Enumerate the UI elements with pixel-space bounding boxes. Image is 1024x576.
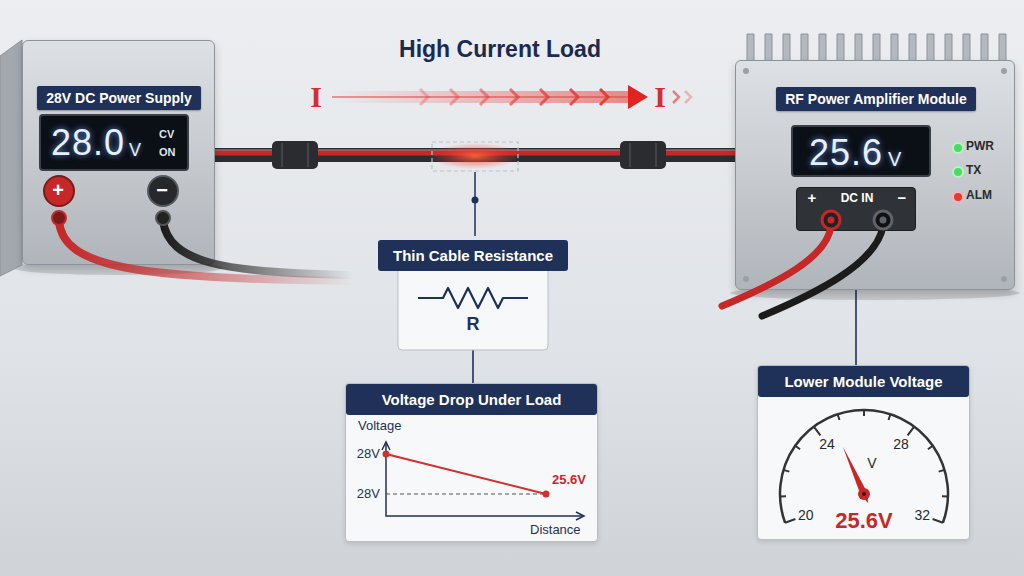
input-cable [762,226,883,316]
current-symbol: I [310,80,322,115]
device-name-plate: RF Power Amplifier Module [776,87,976,111]
resistor-symbol [418,288,528,308]
module-voltage-display: 25.6V [791,125,931,177]
screw [743,276,749,282]
axis-arrow [382,442,390,450]
input-plug-core [828,217,835,224]
current-chevron [450,89,458,105]
dc-input-panel: + DC IN − [796,187,916,231]
terminal-post [52,211,66,225]
current-chevron [420,89,428,105]
gauge-scale-value: 24 [819,436,835,452]
gauge-reading: 25.6V [835,508,893,533]
gauge-pivot [858,488,870,500]
sleeve-ridges [630,143,656,167]
axis-title: Distance [530,523,581,538]
polarity-mark: + [808,189,817,206]
leader-connector [473,350,474,383]
device-name-plate: 28V DC Power Supply [37,86,200,110]
supply-cable [163,221,353,275]
polarity-mark: − [898,189,907,206]
resistor-label: R [467,314,480,335]
status-led-label: ALM [966,189,992,203]
mode-indicator: CV [159,128,174,141]
gauge-unit: V [867,455,876,471]
end-value: 25.6V [552,473,586,488]
axis-title: Voltage [358,419,401,434]
reference-line [386,493,546,494]
screw [1001,276,1007,282]
module-voltage-gauge: Lower Module Voltage 20 24 28 32 V 25.6V [757,365,970,540]
terminal-post [156,211,170,225]
current-chevron [673,91,679,103]
current-chevron [480,89,488,105]
positive-terminal [44,176,74,206]
supply-cable [59,221,353,281]
current-symbol: I [654,80,666,115]
axis-arrow [576,512,584,520]
heat-glow [429,143,521,169]
current-chevron [685,91,691,103]
highlight-box [432,142,518,171]
status-led-label: PWR [966,140,994,154]
gauge-needle [843,447,868,504]
status-led [953,167,963,177]
connector-line [472,350,474,383]
panel-heading: Voltage Drop Under Load [346,384,597,415]
psu-side-face [0,40,22,276]
gauge-scale-value: 20 [798,507,814,523]
data-point [383,451,390,458]
resistance-callout: Thin Cable ResistanceR [378,240,568,350]
connector-label: DC IN [841,192,874,206]
screw [743,68,749,74]
display-reading: 25.6 [809,132,883,173]
display-reading: 28.0 [51,122,125,163]
current-chevron [600,89,608,105]
current-chevron [540,89,548,105]
terminal-polarity: + [52,179,64,202]
current-arrow-shaft [332,96,632,98]
cable-sleeve [620,141,666,169]
input-plug-core [880,217,887,224]
status-led [953,192,963,202]
axis-value: 28V [357,447,380,462]
cable-sleeve [272,141,318,169]
display-unit: V [888,148,901,171]
status-led [953,143,963,153]
data-point [543,491,550,498]
output-indicator: ON [159,146,176,159]
terminal-polarity: − [156,179,168,202]
sleeve-ridges [282,143,308,167]
input-plug [874,211,892,229]
axis-value: 28V [357,487,380,502]
negative-terminal [148,176,178,206]
diagram-title: High Current Load [399,36,601,62]
leader-line [474,172,476,236]
screw [1001,68,1007,74]
gauge-arc [780,410,948,523]
leader-dot [472,197,479,204]
current-arrowhead [628,85,648,109]
voltage-drop-chart: Voltage Drop Under LoadVoltage 28V 28V 25.6… [345,383,598,542]
gauge-scale-value: 32 [914,507,930,523]
input-plug [822,211,840,229]
display-unit: V [129,140,141,161]
power-supply-housing: 28V DC Power Supply 28.0V CV ON [22,40,215,265]
gauge-ticks [780,410,948,523]
callout-heading: Thin Cable Resistance [378,240,568,271]
gauge-scale-value: 28 [893,436,909,452]
status-led-label: TX [966,164,981,178]
panel-heading: Lower Module Voltage [758,366,969,397]
resistor-card [398,262,548,350]
heatsink-fins [747,34,1006,62]
current-chevron [510,89,518,105]
current-chevron [570,89,578,105]
psu-voltage-display: 28.0V CV ON [39,114,189,171]
voltage-drop-line [386,454,546,494]
gauge-pivot-center [862,492,866,496]
